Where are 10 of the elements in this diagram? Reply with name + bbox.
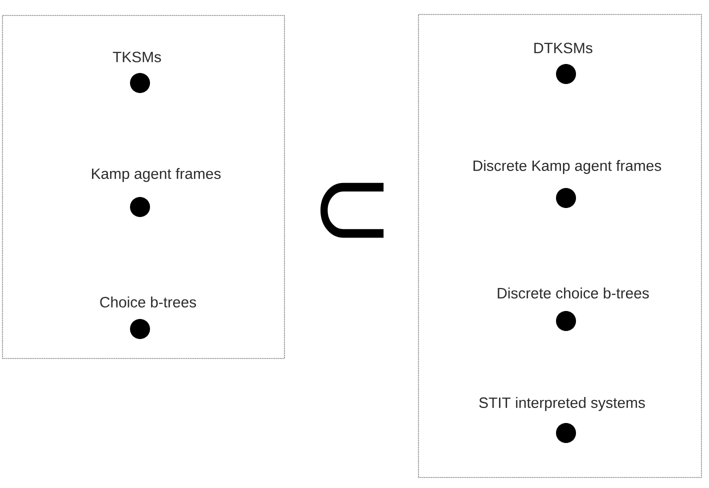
dotted-frame: [418, 14, 702, 478]
dot-label: Discrete Kamp agent frames: [474, 160, 662, 174]
dot-label: Discrete choice b-trees: [498, 288, 649, 298]
dot-label: Kamp agent frames: [92, 168, 221, 182]
dot-label: TKSMs: [112, 52, 161, 62]
dot-label: DTKSMs: [534, 42, 592, 54]
dot-label: Choice b-trees: [100, 296, 196, 308]
dot-label: STIT interpreted systems: [479, 397, 645, 411]
subset-symbol: ⊂: [320, 182, 384, 238]
dotted-frame: [2, 15, 285, 359]
